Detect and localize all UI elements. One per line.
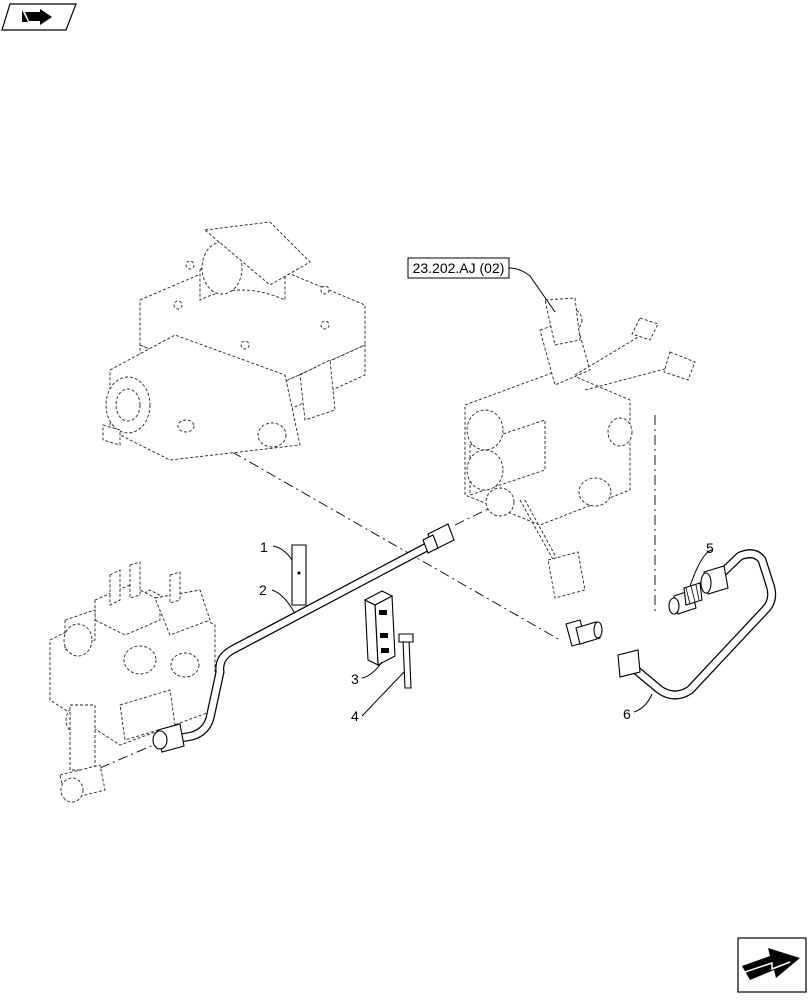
callout-4[interactable]: 4: [351, 708, 359, 724]
book-arrow-icon[interactable]: [1, 3, 77, 31]
part-4-bolt[interactable]: [398, 633, 414, 689]
next-page-arrow-icon[interactable]: [737, 937, 807, 993]
centerline-pump-to-fitting: [179, 421, 561, 641]
part-5-adapter[interactable]: [668, 582, 703, 615]
centerline-control-valve: [99, 739, 166, 769]
reference-box[interactable]: 23.202.AJ (02): [407, 257, 556, 313]
control-valve-ghost: [49, 561, 216, 803]
callout-1[interactable]: 1: [260, 539, 268, 555]
leader-6: [633, 693, 653, 713]
reference-label: 23.202.AJ (02): [413, 260, 505, 276]
leader-2: [271, 589, 295, 613]
leader-3: [361, 661, 383, 679]
hydraulic-pump-ghost: [102, 221, 366, 461]
callout-6[interactable]: 6: [623, 706, 631, 722]
remote-valve-ghost: [464, 297, 696, 599]
centerline-pipe-to-valve: [454, 507, 491, 526]
callout-2[interactable]: 2: [259, 582, 267, 598]
leader-1: [272, 545, 293, 561]
leader-5: [689, 549, 713, 587]
callout-3[interactable]: 3: [351, 671, 359, 687]
part-6-pipe[interactable]: [617, 549, 777, 700]
part-2-pipe[interactable]: [152, 523, 455, 753]
part-1-decal[interactable]: [291, 544, 307, 606]
leader-4: [361, 671, 405, 717]
callout-5[interactable]: 5: [706, 540, 714, 556]
union-fitting[interactable]: [565, 619, 603, 647]
part-3-clamp[interactable]: [363, 590, 396, 666]
